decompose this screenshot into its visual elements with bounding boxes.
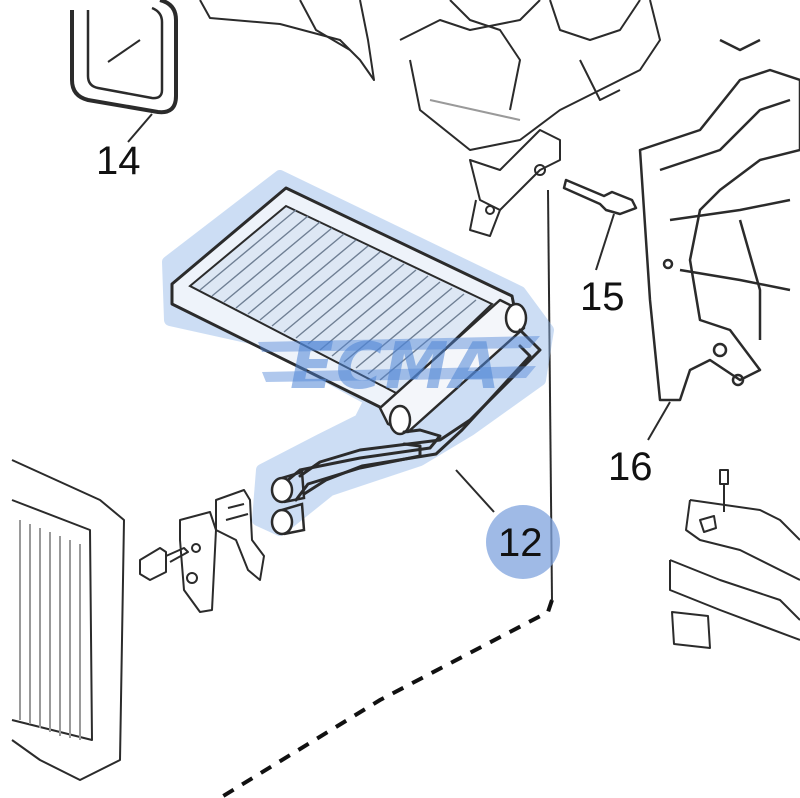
part-15-clip [562,178,638,271]
part-label-14: 14 [96,139,141,183]
part-14-gasket [70,0,178,143]
rail-part [669,469,800,649]
watermark-text: ECMA [290,330,502,404]
part-label-16: 16 [608,445,653,489]
dashed-leader [218,599,554,798]
pipe-fittings [139,489,265,613]
adjacent-core [11,459,125,781]
pipe-ends [270,470,306,536]
upper-housing [199,0,661,237]
part-12-heater-core [162,170,554,536]
core-pipes [286,328,542,502]
watermark: ECMA [258,330,540,404]
part-label-12: 12 [498,521,543,565]
part-16-bracket [638,38,800,441]
part-12-badge [486,505,560,579]
core-fins [199,209,477,381]
part-label-15: 15 [580,275,625,319]
